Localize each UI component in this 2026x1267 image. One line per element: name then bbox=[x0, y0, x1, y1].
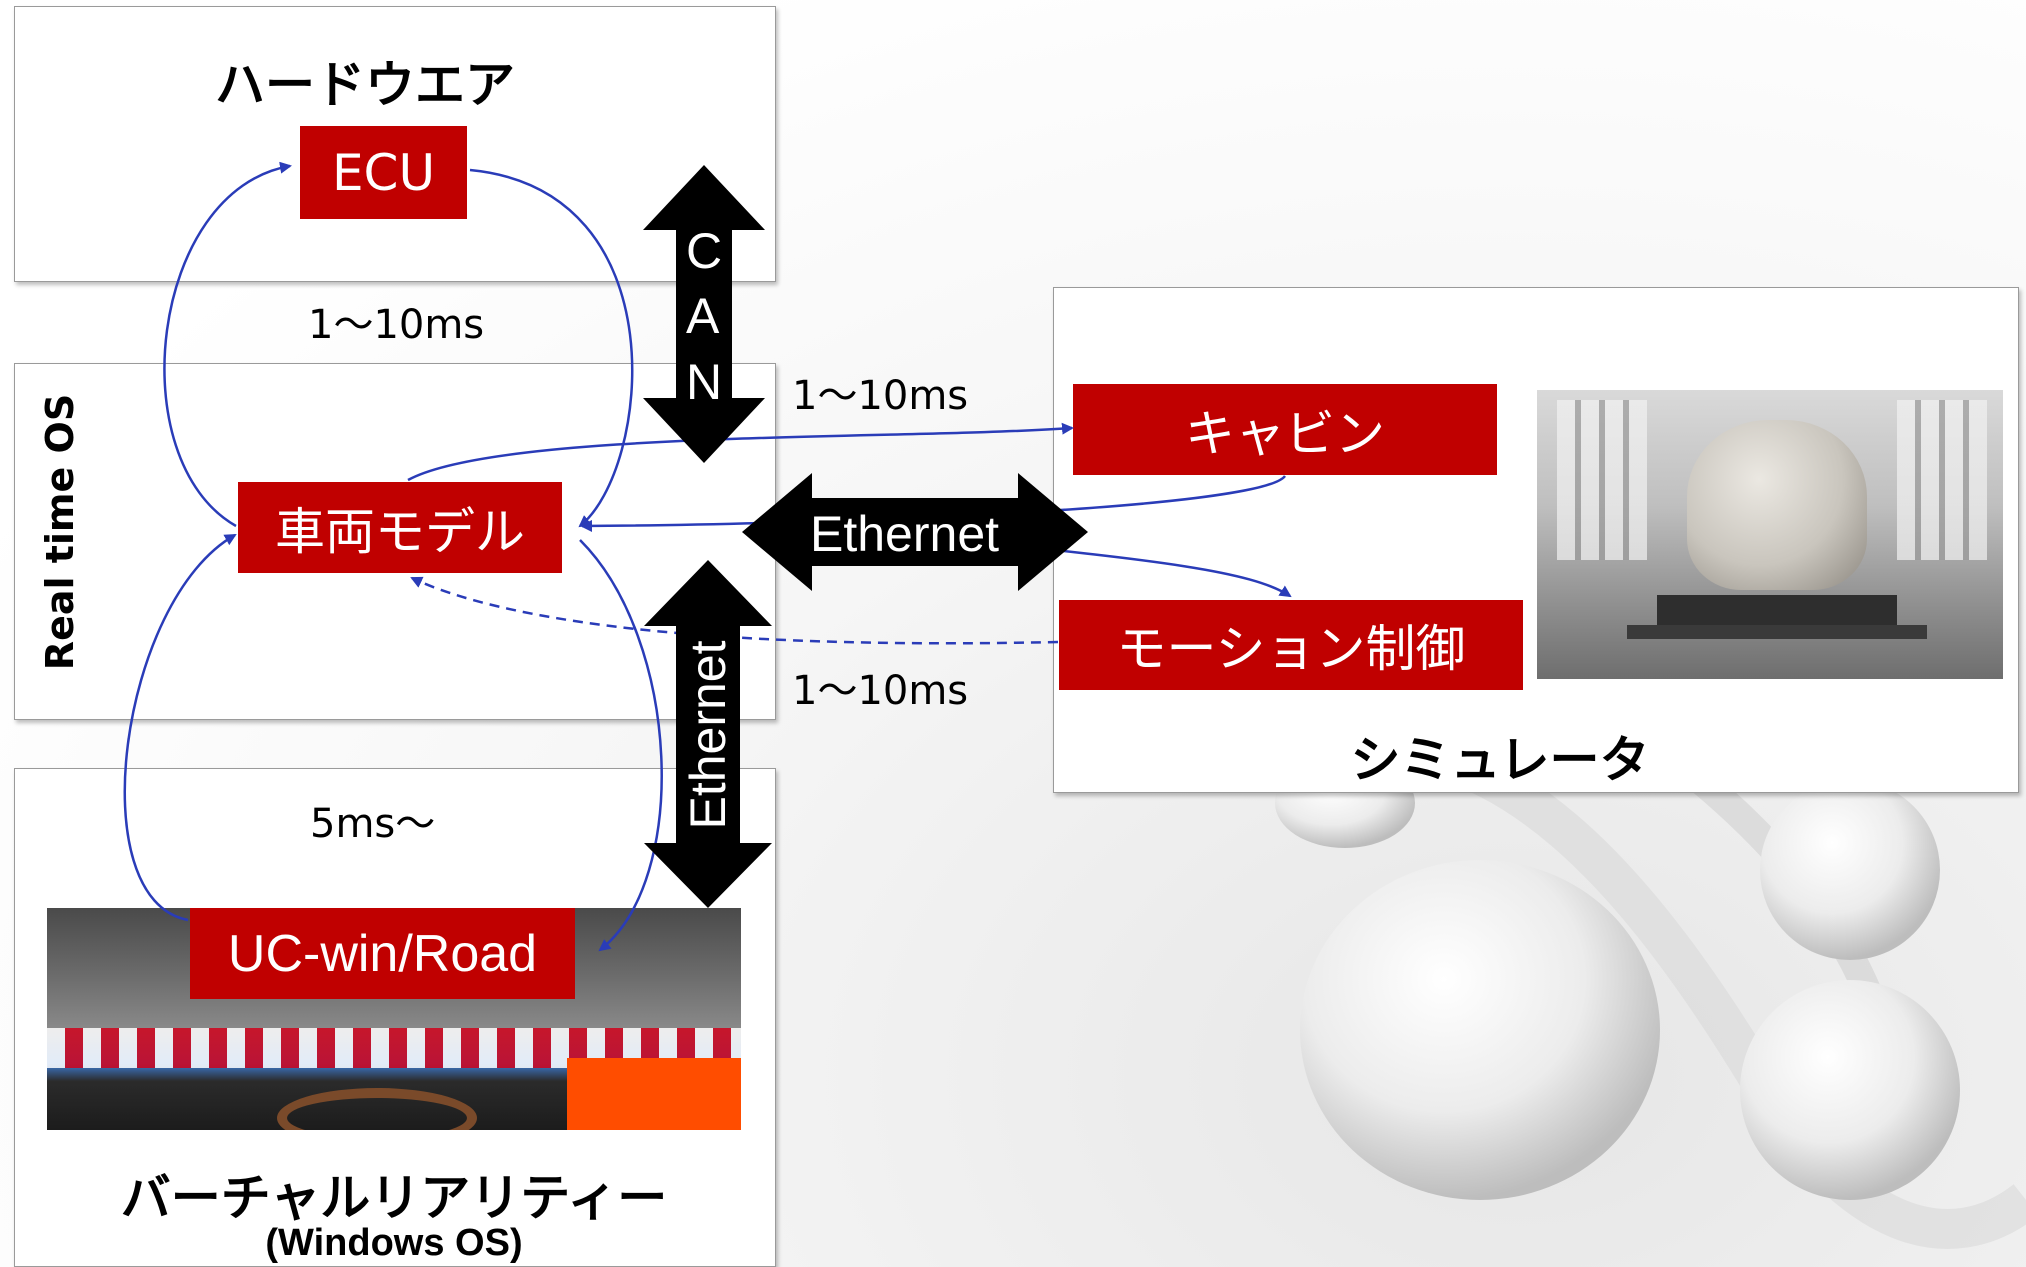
motion-control-block: モーション制御 bbox=[1059, 600, 1523, 690]
hardware-title: ハードウエア bbox=[215, 56, 515, 114]
latency-from-motion: 1～10ms bbox=[792, 668, 969, 714]
arrow-motion-to-model bbox=[410, 576, 1059, 645]
latency-vr-loop: 5ms～ bbox=[310, 801, 436, 847]
arrow-model-to-road bbox=[579, 539, 663, 952]
ethernet-h-bus-arrow bbox=[742, 473, 1088, 591]
can-label-c: C bbox=[686, 223, 723, 279]
cabin-block: キャビン bbox=[1073, 384, 1497, 475]
ecu-block: ECU bbox=[300, 126, 467, 219]
vr-subtitle: (Windows OS) bbox=[265, 1222, 523, 1264]
latency-ecu-loop: 1～10ms bbox=[308, 302, 485, 348]
ethernet-h-label: Ethernet bbox=[810, 506, 1000, 562]
arrow-model-to-ecu bbox=[163, 161, 292, 528]
can-label-n: N bbox=[686, 354, 723, 410]
can-bus-arrow bbox=[643, 165, 765, 463]
vr-title: バーチャルリアリティー bbox=[120, 1169, 668, 1227]
ethernet-v-label: Ethernet bbox=[680, 640, 736, 830]
arrow-road-to-model bbox=[123, 533, 237, 922]
ucwin-road-block: UC-win/Road bbox=[190, 908, 575, 999]
latency-to-cabin: 1～10ms bbox=[792, 373, 969, 419]
can-label-a: A bbox=[686, 288, 720, 344]
simulator-title: シミュレータ bbox=[1350, 731, 1650, 789]
simulator-image bbox=[1537, 390, 2003, 679]
arrow-ecu-to-model bbox=[469, 168, 634, 528]
ethernet-v-bus-arrow bbox=[644, 560, 772, 908]
vehicle-model-block: 車両モデル bbox=[238, 482, 562, 573]
